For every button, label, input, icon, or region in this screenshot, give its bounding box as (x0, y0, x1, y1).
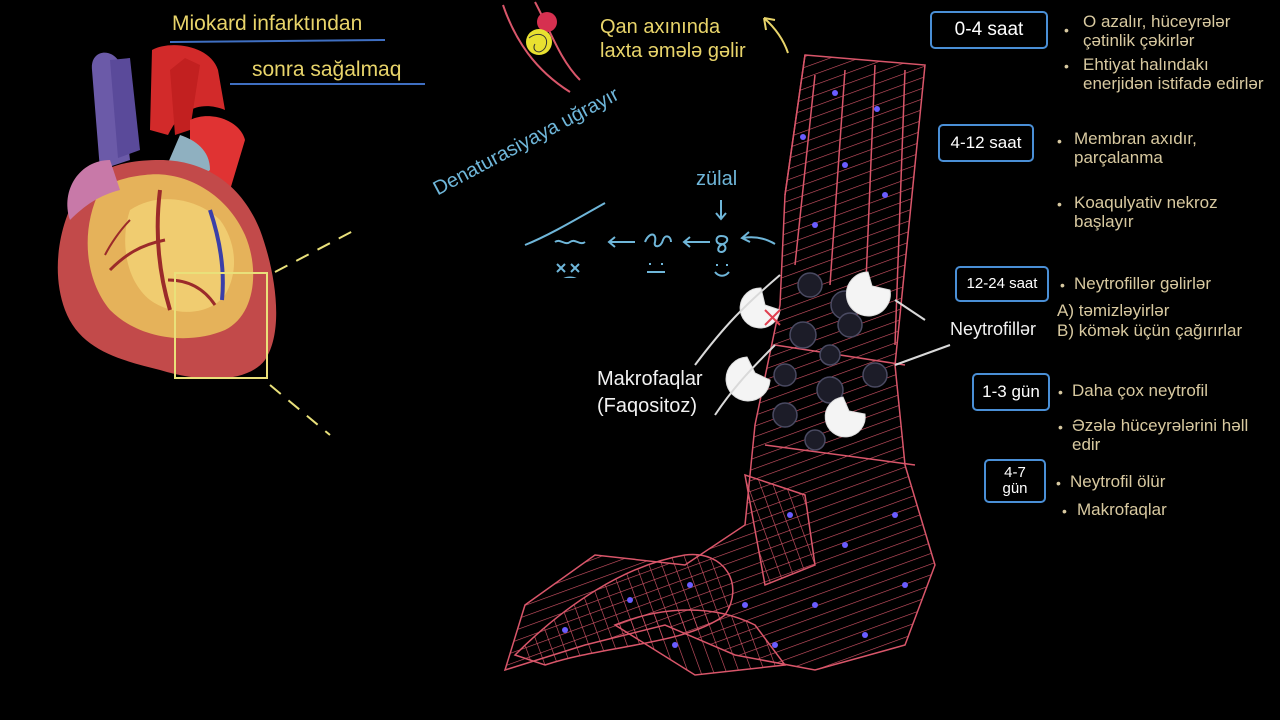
macrophage-label-line-1: Makrofaqlar (597, 368, 703, 390)
note-12-24-a: Neytrofillər gəlirlər (1074, 274, 1211, 293)
bullet-icon: • (1057, 133, 1062, 149)
note-12-24-c: B) kömək üçün çağırırlar (1057, 321, 1243, 340)
bullet-icon: • (1058, 384, 1063, 400)
time-label: 1-3 gün (982, 381, 1040, 401)
clot-label-line-1: Qan axınında (600, 16, 721, 38)
time-box-4-12: 4-12 saat (938, 124, 1034, 162)
zoom-box (174, 272, 268, 379)
muscle-tissue-diagram (503, 54, 951, 676)
neutrophil-label: Neytrofillər (950, 319, 1037, 339)
note-0-4-b: Ehtiyat halındakı enerjidən istifadə edi… (1083, 55, 1264, 93)
time-box-4-7: 4-7 gün (984, 459, 1046, 503)
bullet-icon: • (1056, 475, 1061, 491)
note-1-3-b: Əzələ hüceyrələrini həll edir (1072, 416, 1249, 454)
title-line-2: sonra sağalmaq (252, 58, 402, 81)
time-label: 0-4 saat (954, 18, 1024, 40)
clot-label-line-2: laxta əmələ gəlir (600, 40, 746, 62)
protein-label: zülal (696, 168, 738, 190)
clot-arrow-icon (763, 17, 789, 54)
time-label: 4-7 gün (1002, 463, 1028, 497)
macrophage-label-line-2: (Faqositoz) (597, 395, 698, 417)
bullet-icon: • (1062, 503, 1067, 519)
protein-denaturation-sketch (554, 200, 776, 278)
time-label: 4-12 saat (950, 132, 1022, 152)
title-underlines (169, 39, 425, 85)
time-box-1-3: 1-3 gün (972, 373, 1050, 411)
denature-underline (524, 202, 606, 246)
note-0-4-a: O azalır, hüceyrələr çətinlik çəkirlər (1083, 12, 1231, 50)
note-4-12-a: Membran axıdır, parçalanma (1074, 129, 1197, 167)
note-12-24-b: A) təmizləyirlər (1057, 301, 1170, 320)
bullet-icon: • (1057, 196, 1062, 212)
clot-icon (502, 1, 581, 93)
time-box-12-24: 12-24 saat (955, 266, 1049, 302)
title-line-1: Miokard infarktından (172, 12, 363, 35)
time-label: 12-24 saat (966, 274, 1038, 292)
note-4-7-a: Neytrofil ölür (1070, 472, 1166, 491)
bullet-icon: • (1058, 419, 1063, 435)
bullet-icon: • (1064, 22, 1069, 38)
bullet-icon: • (1060, 277, 1065, 293)
time-box-0-4: 0-4 saat (930, 11, 1048, 49)
note-4-7-b: Makrofaqlar (1077, 500, 1167, 519)
note-4-12-b: Koaqulyativ nekroz başlayır (1074, 193, 1218, 231)
bullet-icon: • (1064, 58, 1069, 74)
note-1-3-a: Daha çox neytrofil (1072, 381, 1209, 400)
heart-illustration (57, 45, 356, 436)
